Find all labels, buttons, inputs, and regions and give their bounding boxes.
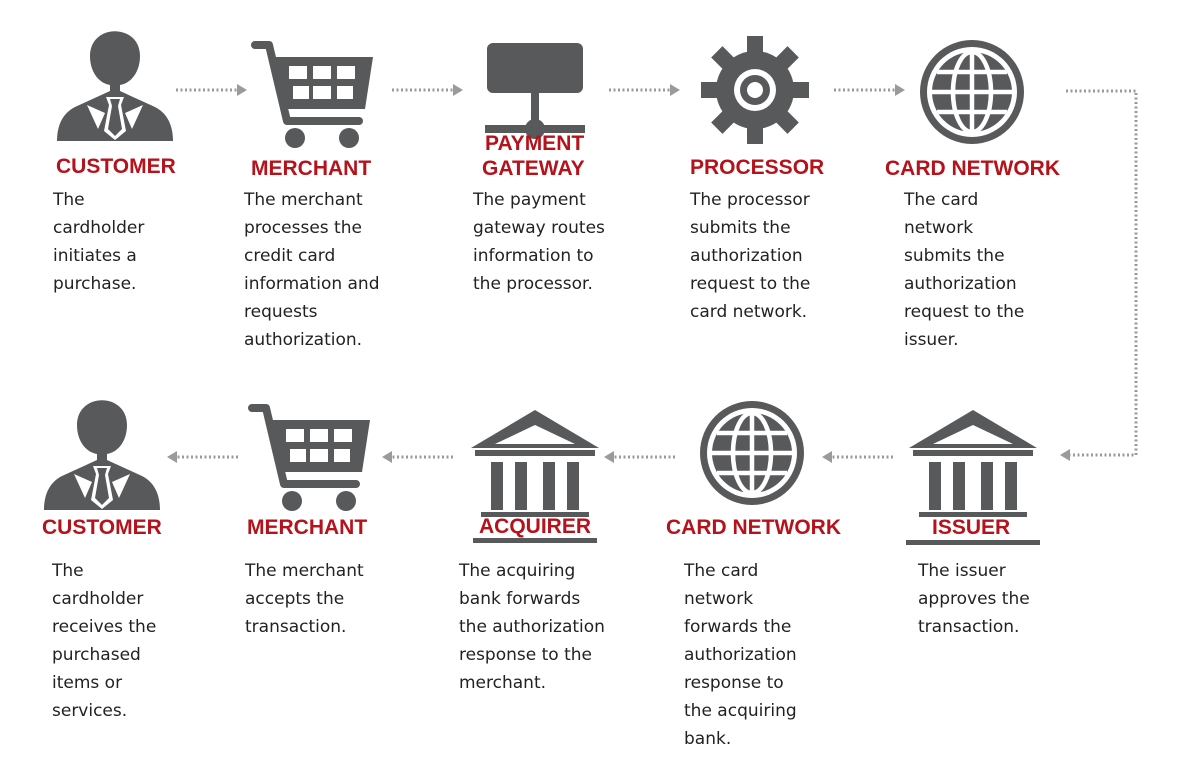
card-network-title-bottom: CARD NETWORK (666, 516, 841, 539)
payment-gateway-network-server-icon (485, 43, 585, 139)
payment-gateway-title-line2: GATEWAY (482, 157, 585, 180)
merchant-description-bottom: The merchant accepts the transaction. (245, 561, 364, 637)
customer-title-bottom: CUSTOMER (42, 516, 162, 539)
arrow-merchant-to-customer (165, 449, 240, 465)
issuer-title: ISSUER (932, 516, 1011, 539)
merchant-shopping-cart-icon-bottom (252, 408, 370, 511)
card-network-globe-icon (920, 40, 1024, 144)
acquirer-title-underline (473, 538, 597, 543)
arrow-card-network-to-issuer (1060, 89, 1138, 461)
merchant-title-bottom: MERCHANT (247, 516, 368, 539)
acquirer-bank-icon (471, 410, 599, 517)
arrow-customer-to-merchant (174, 82, 249, 98)
issuer-bank-icon (909, 410, 1037, 517)
customer-description-bottom: The cardholder receives the purchased it… (52, 561, 157, 721)
arrow-card-network-to-acquirer (602, 449, 677, 465)
payment-gateway-title-line1: PAYMENT (485, 132, 585, 155)
card-network-title: CARD NETWORK (885, 157, 1060, 180)
merchant-shopping-cart-icon (255, 45, 373, 148)
processor-gear-icon (701, 36, 809, 144)
acquirer-description: The acquiring bank forwards the authoriz… (459, 561, 605, 693)
arrow-processor-to-card-network (832, 82, 907, 98)
merchant-title: MERCHANT (251, 157, 372, 180)
card-network-globe-icon-bottom (700, 401, 804, 505)
customer-title: CUSTOMER (56, 155, 176, 178)
card-network-description: The card network submits the authorizati… (904, 190, 1025, 350)
merchant-description: The merchant processes the credit card i… (244, 190, 380, 350)
arrow-merchant-to-gateway (390, 82, 465, 98)
arrow-issuer-to-card-network (820, 449, 895, 465)
customer-description: The cardholder initiates a purchase. (53, 190, 145, 294)
arrow-acquirer-to-merchant (380, 449, 455, 465)
customer-person-icon-bottom (44, 400, 160, 510)
card-network-description-bottom: The card network forwards the authorizat… (684, 561, 797, 749)
customer-person-icon (57, 31, 173, 141)
processor-description: The processor submits the authorization … (690, 190, 811, 322)
arrow-gateway-to-processor (607, 82, 682, 98)
processor-title: PROCESSOR (690, 156, 825, 179)
acquirer-title: ACQUIRER (479, 515, 592, 538)
issuer-description: The issuer approves the transaction. (918, 561, 1030, 637)
payment-gateway-description: The payment gateway routes information t… (473, 190, 605, 294)
issuer-title-underline (906, 540, 1040, 545)
